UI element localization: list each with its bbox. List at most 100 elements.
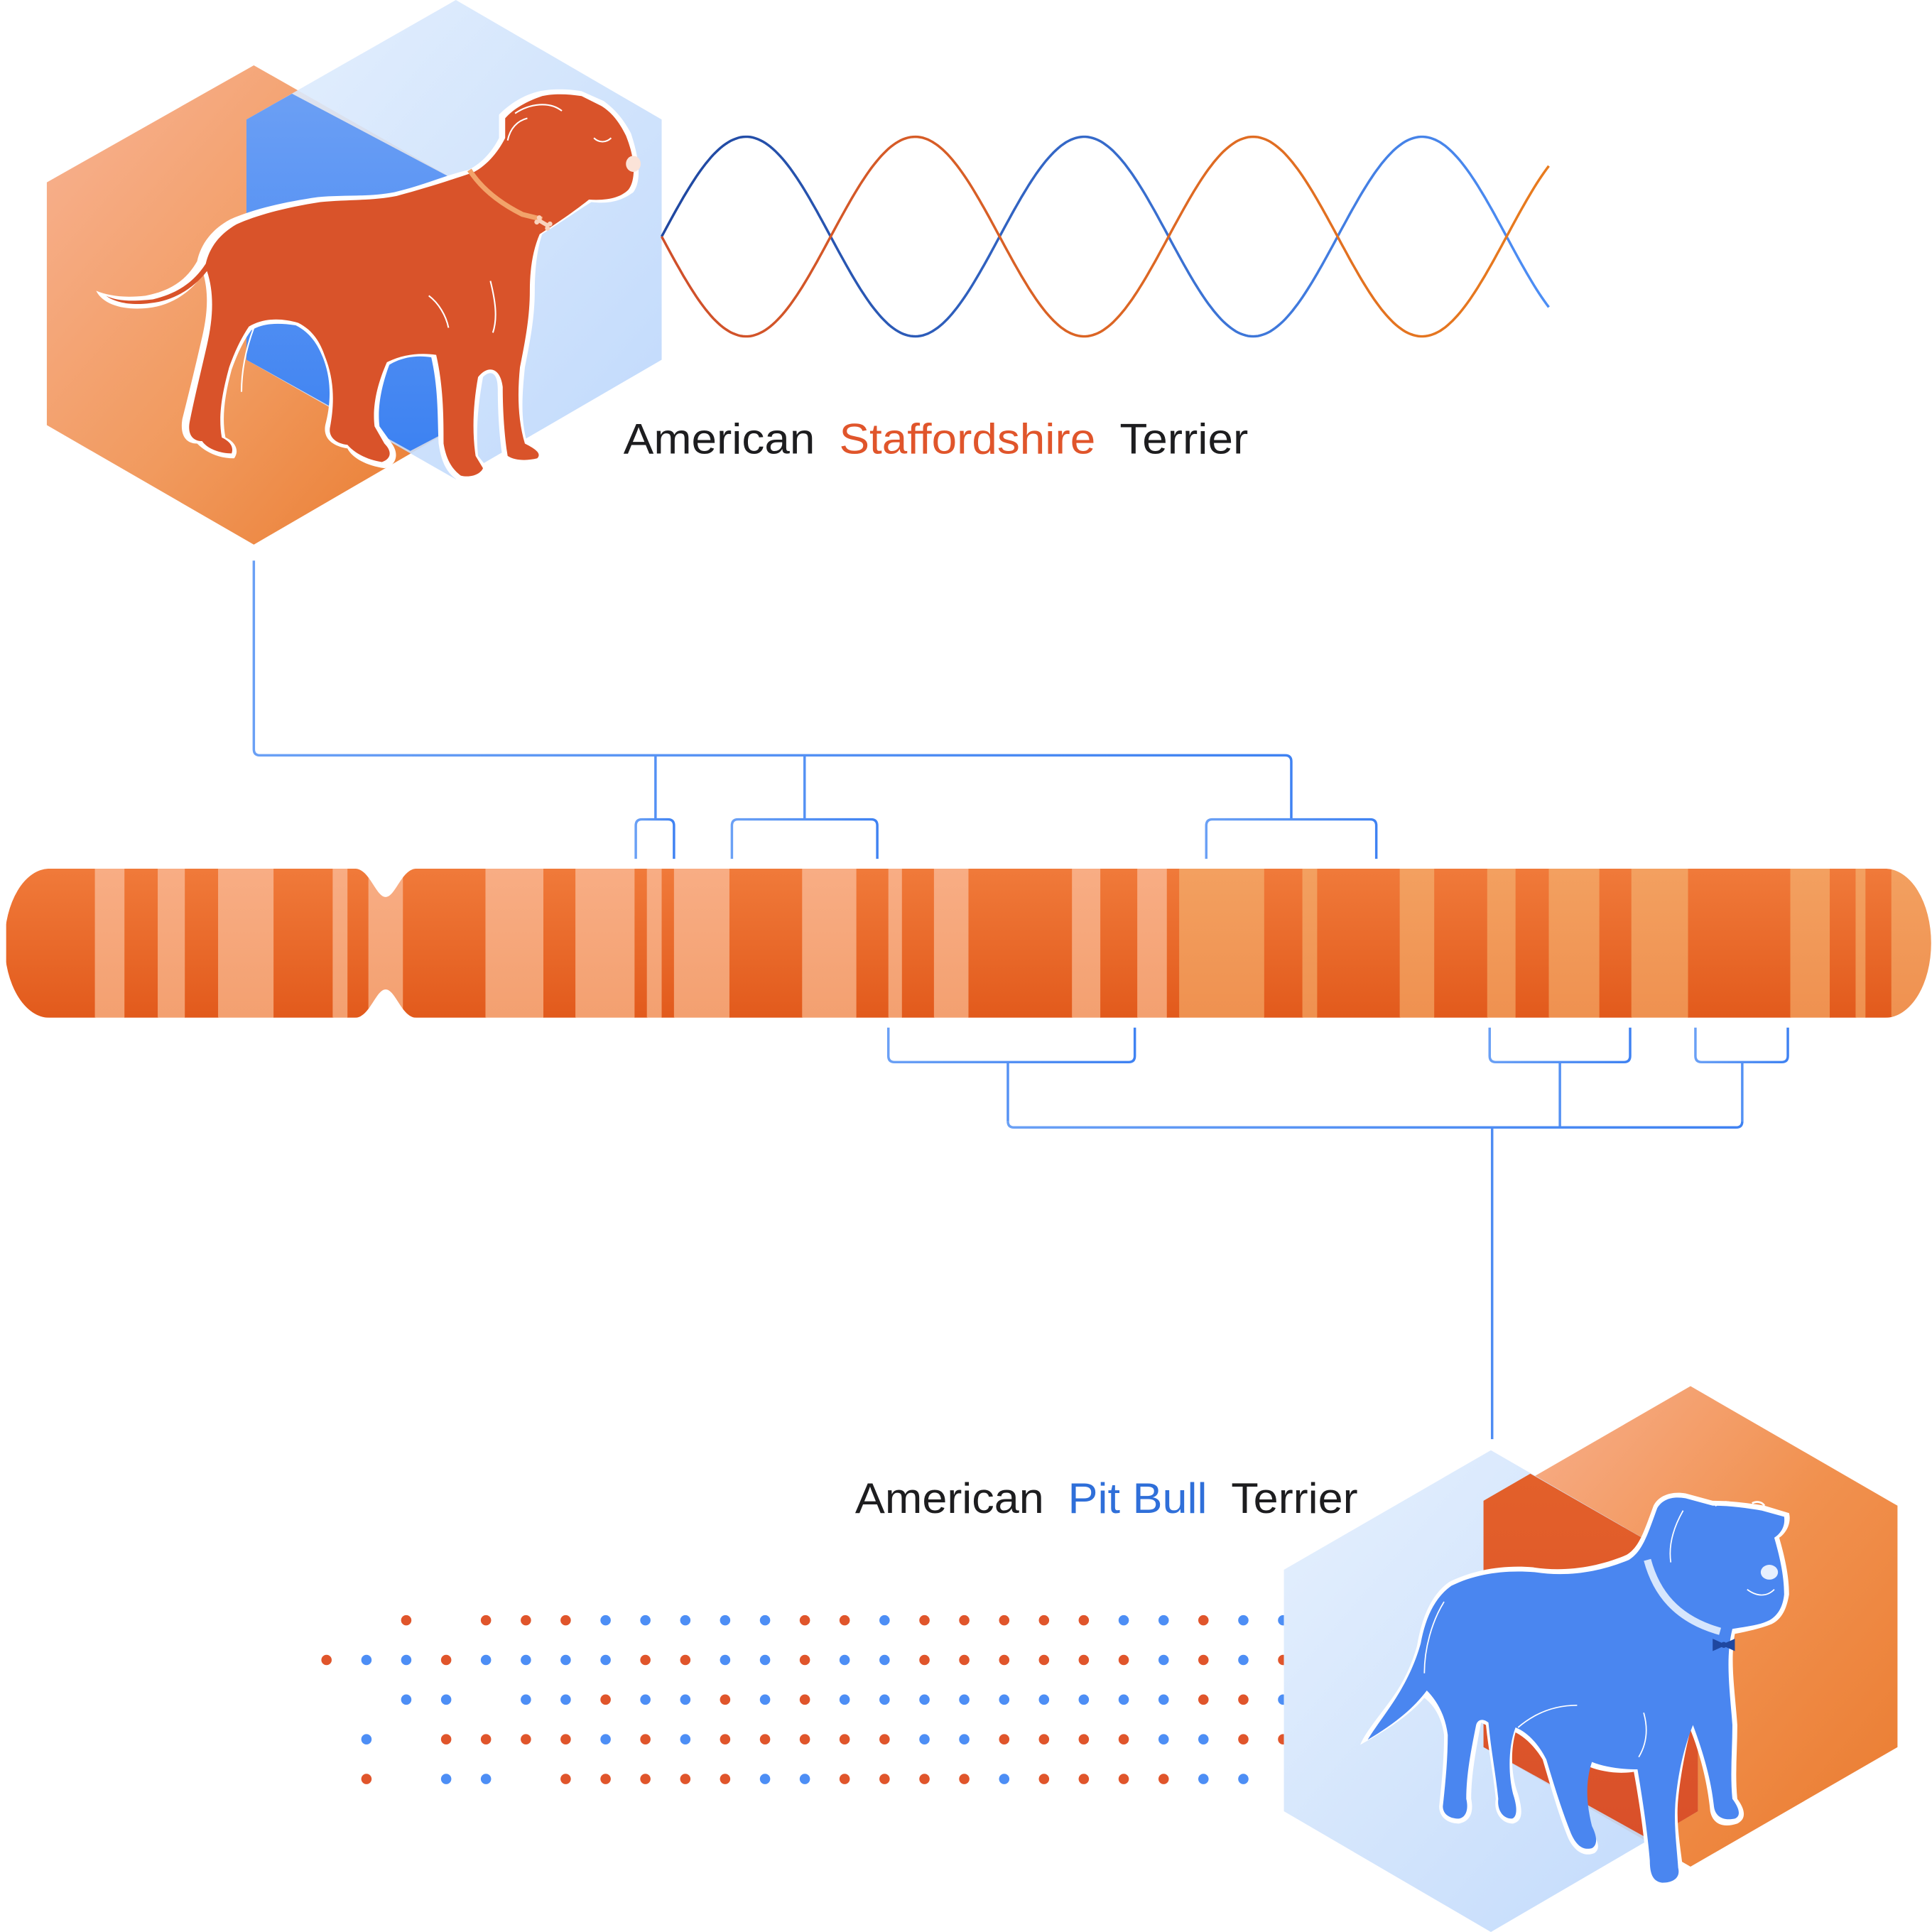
connector-branch-2 [730, 755, 879, 859]
dark-band [901, 868, 935, 1018]
dog-closed-eye [593, 137, 612, 143]
light-band [1137, 868, 1168, 1018]
light-band [332, 868, 349, 1018]
dark-band [968, 868, 1073, 1018]
dog-collar [467, 168, 543, 222]
orange-dot [799, 1654, 810, 1666]
light-band [1179, 868, 1265, 1018]
blue-dot [1238, 1614, 1249, 1626]
blue-dot [1158, 1614, 1169, 1626]
connector-trunk [252, 560, 1293, 820]
orange-dot [999, 1614, 1010, 1626]
orange-dot [959, 1614, 970, 1626]
dog-nose [626, 156, 641, 172]
blue-dot [1198, 1774, 1209, 1784]
pitbull-label: American Pit Bull Terrier [855, 1474, 1358, 1522]
orange-dot [839, 1614, 850, 1626]
blue-dot [600, 1734, 611, 1744]
dark-band [1100, 868, 1139, 1018]
helix-strand-orange [661, 135, 1550, 338]
blue-dot [480, 1654, 492, 1666]
blue-dot [1238, 1654, 1249, 1666]
orange-dot [521, 1614, 531, 1626]
blue-dot [879, 1614, 890, 1626]
orange-dot [919, 1774, 930, 1784]
orange-dot [879, 1734, 890, 1744]
label-highlight: Staffordshire [839, 414, 1095, 462]
orange-dot [799, 1694, 810, 1705]
blue-dot [759, 1654, 771, 1666]
dog-ear [1669, 1510, 1775, 1596]
orange-dot [1198, 1694, 1209, 1705]
orange-dot [1038, 1614, 1050, 1626]
blue-dot [480, 1774, 492, 1784]
orange-dot [1078, 1614, 1090, 1626]
connector-branch-3 [1205, 818, 1378, 859]
light-band [1631, 868, 1689, 1018]
light-band [94, 868, 126, 1018]
orange-dot [321, 1654, 332, 1666]
dark-band [124, 868, 159, 1018]
light-band [802, 868, 857, 1018]
orange-dot [720, 1774, 731, 1784]
blue-dot [640, 1614, 651, 1626]
orange-dot [1278, 1654, 1284, 1666]
light-band [1487, 868, 1516, 1018]
blue-dot [799, 1774, 810, 1784]
orange-dot [799, 1734, 810, 1744]
dark-band [185, 868, 219, 1018]
genotype-dot-grid [321, 1614, 1284, 1784]
dark-band [661, 868, 675, 1018]
dark-band [1688, 868, 1791, 1018]
orange-dot [1278, 1734, 1284, 1744]
orange-dot [1038, 1654, 1050, 1666]
light-band [933, 868, 970, 1018]
label-suffix: Terrier [1231, 1474, 1357, 1522]
orange-dot [879, 1774, 890, 1784]
blue-dot [361, 1734, 372, 1744]
blue-dot [401, 1654, 412, 1666]
light-band [1302, 868, 1318, 1018]
blue-dot [1278, 1614, 1284, 1626]
light-band [218, 868, 275, 1018]
dark-band [856, 868, 889, 1018]
blue-dot [1158, 1694, 1169, 1705]
blue-dot [640, 1694, 651, 1705]
light-band [646, 868, 663, 1018]
orange-dot [1238, 1694, 1249, 1705]
dark-band [1599, 868, 1632, 1018]
blue-dot [919, 1734, 930, 1744]
light-band [1855, 868, 1867, 1018]
orange-dot [440, 1734, 452, 1744]
orange-dot [799, 1614, 810, 1626]
helix-strand-blue [661, 135, 1550, 338]
orange-dot [1238, 1734, 1249, 1744]
blue-dot [1238, 1774, 1249, 1784]
blue-dot [919, 1694, 930, 1705]
light-band [673, 868, 730, 1018]
blue-dot [959, 1694, 970, 1705]
blue-dot [720, 1614, 731, 1626]
orange-dot [1038, 1734, 1050, 1744]
staffordshire-label: American Staffordshire Terrier [624, 414, 1248, 462]
dark-band [729, 868, 803, 1018]
orange-dot [1078, 1774, 1090, 1784]
blue-dot [680, 1614, 691, 1626]
label-highlight: Pit Bull [1068, 1474, 1208, 1522]
label-prefix: American [855, 1474, 1044, 1522]
blue-dot [680, 1694, 691, 1705]
orange-dot [959, 1654, 970, 1666]
blue-dot [440, 1694, 452, 1705]
light-band [1548, 868, 1600, 1018]
bone-tag-icon [534, 215, 553, 231]
dark-band [6, 868, 96, 1018]
dog-body [106, 94, 634, 477]
staffordshire-connector-tree [252, 560, 1378, 859]
orange-dot [361, 1774, 372, 1784]
pitbull-dog-illustration [1360, 1492, 1790, 1888]
label-suffix: Terrier [1119, 414, 1248, 462]
orange-dot [640, 1654, 651, 1666]
blue-dot [959, 1734, 970, 1744]
light-band [1790, 868, 1831, 1018]
blue-dot [521, 1654, 531, 1666]
